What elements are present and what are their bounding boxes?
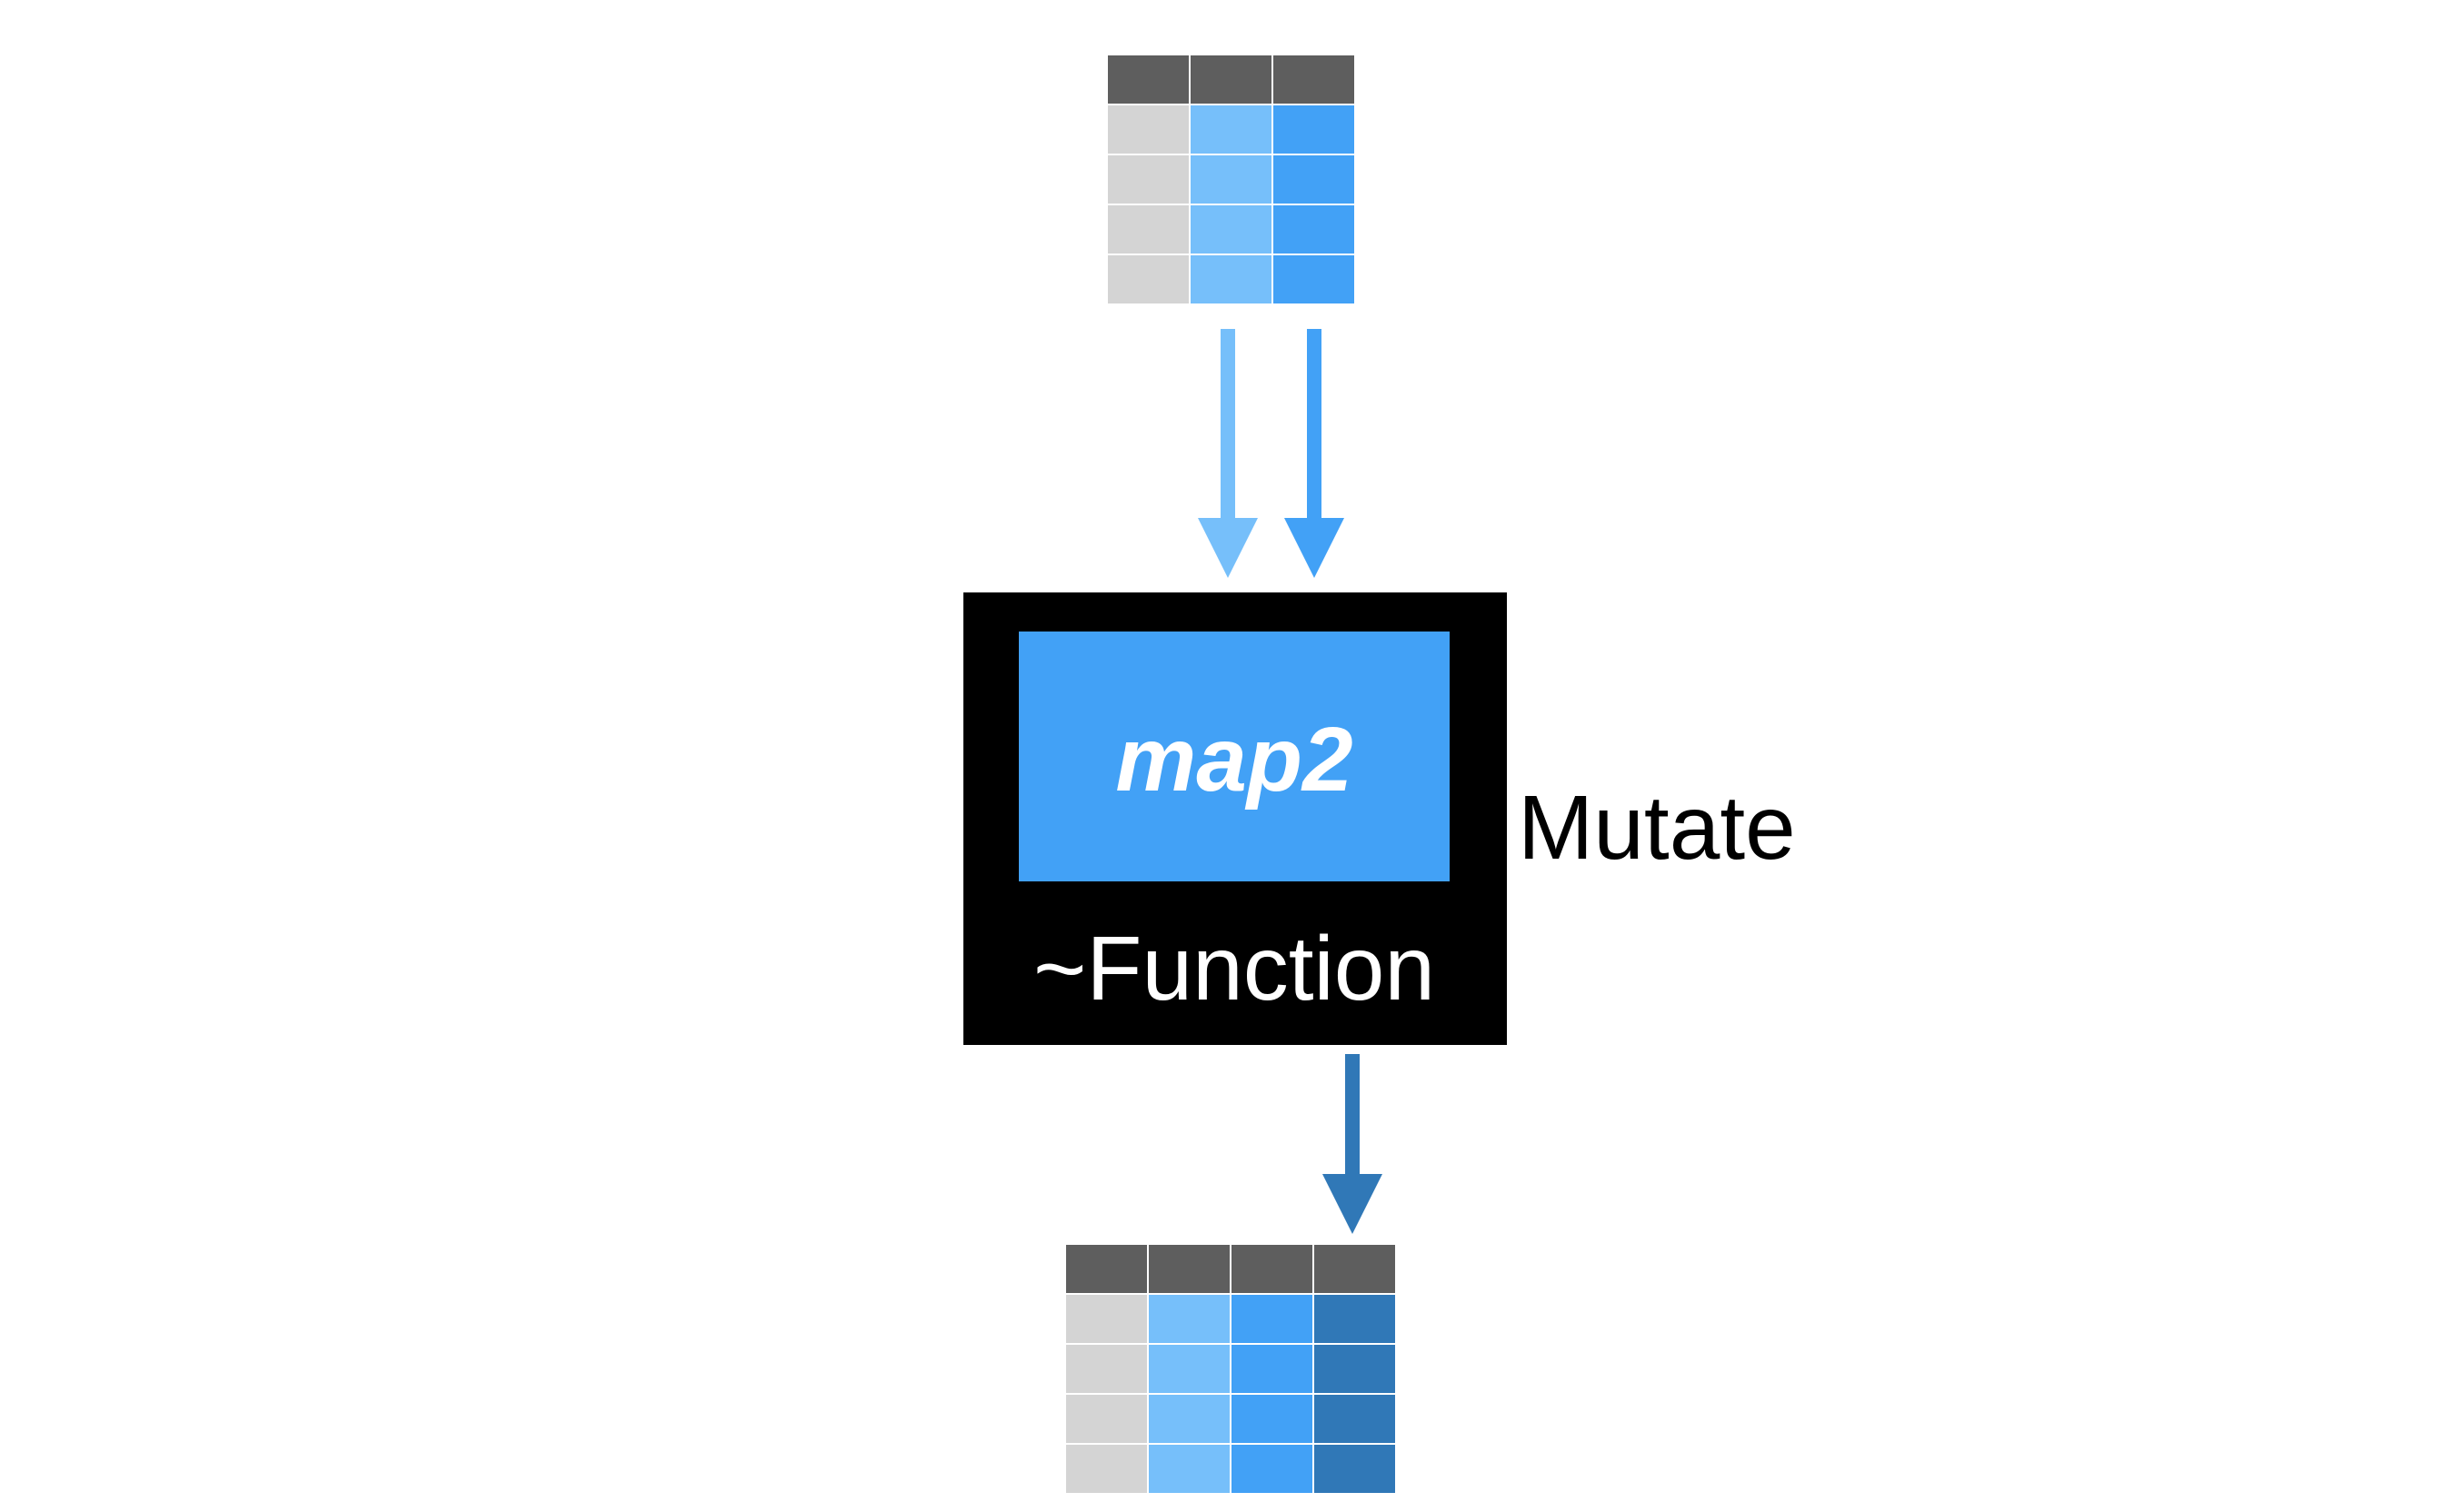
- input-table-header-cell: [1106, 54, 1191, 105]
- output-arrow-shaft: [1345, 1054, 1360, 1177]
- input-table-col2-cell: [1271, 254, 1356, 305]
- input-table-key-cell: [1106, 254, 1191, 305]
- input-table-col1-cell: [1189, 104, 1273, 155]
- output-table-header-cell: [1312, 1243, 1397, 1295]
- mutate-label: Mutate: [1518, 777, 1796, 879]
- output-table-col2-cell: [1230, 1393, 1314, 1445]
- output-table-col1-cell: [1147, 1393, 1231, 1445]
- input-table-col2-cell: [1271, 204, 1356, 255]
- input-table-col1-cell: [1189, 154, 1273, 205]
- input-table-key-cell: [1106, 204, 1191, 255]
- output-table-result-cell: [1312, 1393, 1397, 1445]
- map2-label: map2: [1115, 709, 1352, 811]
- input-arrow-col1: [1198, 329, 1258, 578]
- output-table-col2-cell: [1230, 1443, 1314, 1495]
- input-arrow-col2: [1284, 329, 1344, 578]
- input-arrow-col1-shaft: [1221, 329, 1235, 520]
- output-table-result-cell: [1312, 1443, 1397, 1495]
- output-table: [1064, 1243, 1397, 1495]
- output-table-header-cell: [1230, 1243, 1314, 1295]
- input-table-col2-cell: [1271, 104, 1356, 155]
- arrow-down-icon: [1322, 1174, 1382, 1234]
- output-table-col1-cell: [1147, 1343, 1231, 1395]
- input-table-key-cell: [1106, 154, 1191, 205]
- map2-box: [1019, 632, 1450, 881]
- input-table-col1-cell: [1189, 204, 1273, 255]
- output-table-result-cell: [1312, 1343, 1397, 1395]
- function-box: map2 ~Function: [963, 592, 1507, 1045]
- output-table-header-cell: [1064, 1243, 1149, 1295]
- output-table-col1-cell: [1147, 1443, 1231, 1495]
- output-arrow: [1322, 1054, 1382, 1234]
- arrow-down-icon: [1198, 518, 1258, 578]
- input-arrow-col2-shaft: [1307, 329, 1321, 520]
- output-table-key-cell: [1064, 1443, 1149, 1495]
- output-table-header-cell: [1147, 1243, 1231, 1295]
- output-table-col2-cell: [1230, 1343, 1314, 1395]
- output-table-key-cell: [1064, 1393, 1149, 1445]
- input-table-key-cell: [1106, 104, 1191, 155]
- arrow-down-icon: [1284, 518, 1344, 578]
- input-table-header-cell: [1189, 54, 1273, 105]
- output-table-result-cell: [1312, 1293, 1397, 1345]
- input-table-col1-cell: [1189, 254, 1273, 305]
- input-table-header-cell: [1271, 54, 1356, 105]
- output-table-col2-cell: [1230, 1293, 1314, 1345]
- output-table-key-cell: [1064, 1343, 1149, 1395]
- input-table: [1106, 54, 1356, 305]
- input-table-col2-cell: [1271, 154, 1356, 205]
- output-table-col1-cell: [1147, 1293, 1231, 1345]
- output-table-key-cell: [1064, 1293, 1149, 1345]
- function-label: ~Function: [1033, 918, 1435, 1020]
